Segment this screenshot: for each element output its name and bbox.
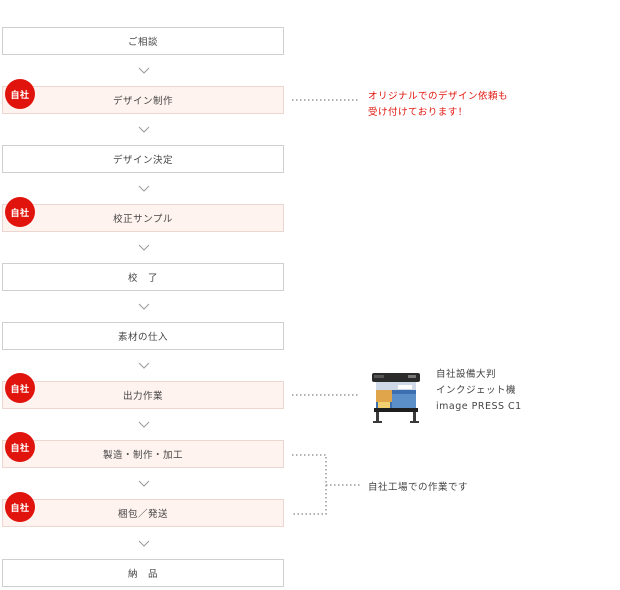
- printer-line: インクジェット機: [436, 385, 517, 396]
- step-label: ご相談: [127, 37, 158, 48]
- step-label: 校正サンプル: [113, 214, 173, 225]
- chevron-down-icon: [138, 540, 150, 547]
- step-material-purchase: 素材の仕入: [2, 322, 284, 350]
- step-proof-complete: 校 了: [2, 263, 284, 291]
- dotted-connector: [292, 99, 358, 101]
- inhouse-badge: 自社: [5, 197, 35, 227]
- step-consultation: ご相談: [2, 27, 284, 55]
- step-label: 製造・制作・加工: [102, 450, 183, 461]
- step-proof-sample: 校正サンプル: [2, 204, 284, 232]
- step-manufacturing: 製造・制作・加工: [2, 440, 284, 468]
- chevron-down-icon: [138, 421, 150, 428]
- chevron-down-icon: [138, 126, 150, 133]
- note-line: 受け付けております！: [368, 107, 468, 118]
- step-label: 素材の仕入: [117, 332, 168, 343]
- chevron-down-icon: [138, 303, 150, 310]
- printer-image: [368, 367, 424, 425]
- chevron-down-icon: [138, 480, 150, 487]
- factory-note: 自社工場での作業です: [368, 482, 469, 493]
- step-output-work: 出力作業: [2, 381, 284, 409]
- step-design-production: デザイン制作: [2, 86, 284, 114]
- inhouse-badge: 自社: [5, 492, 35, 522]
- step-design-decision: デザイン決定: [2, 145, 284, 173]
- step-delivery: 納 品: [2, 559, 284, 587]
- inhouse-badge: 自社: [5, 432, 35, 462]
- chevron-down-icon: [138, 185, 150, 192]
- printer-line: image PRESS C1: [436, 401, 522, 412]
- printer-line: 自社設備大判: [436, 369, 497, 380]
- printer-description: 自社設備大判 インクジェット機 image PRESS C1: [436, 367, 522, 415]
- dotted-connector: [292, 394, 358, 396]
- inhouse-badge: 自社: [5, 373, 35, 403]
- chevron-down-icon: [138, 244, 150, 251]
- step-label: 校 了: [127, 273, 158, 284]
- step-label: 梱包／発送: [117, 509, 168, 520]
- step-label: デザイン決定: [112, 155, 173, 166]
- inhouse-badge: 自社: [5, 79, 35, 109]
- step-label: 納 品: [127, 569, 158, 580]
- step-label: 出力作業: [122, 391, 163, 402]
- step-label: デザイン制作: [112, 96, 173, 107]
- bracket-connector: [292, 454, 360, 515]
- design-request-note: オリジナルでのデザイン依頼も 受け付けております！: [368, 89, 568, 121]
- note-line: オリジナルでのデザイン依頼も: [368, 91, 509, 102]
- step-packing-shipping: 梱包／発送: [2, 499, 284, 527]
- chevron-down-icon: [138, 67, 150, 74]
- chevron-down-icon: [138, 362, 150, 369]
